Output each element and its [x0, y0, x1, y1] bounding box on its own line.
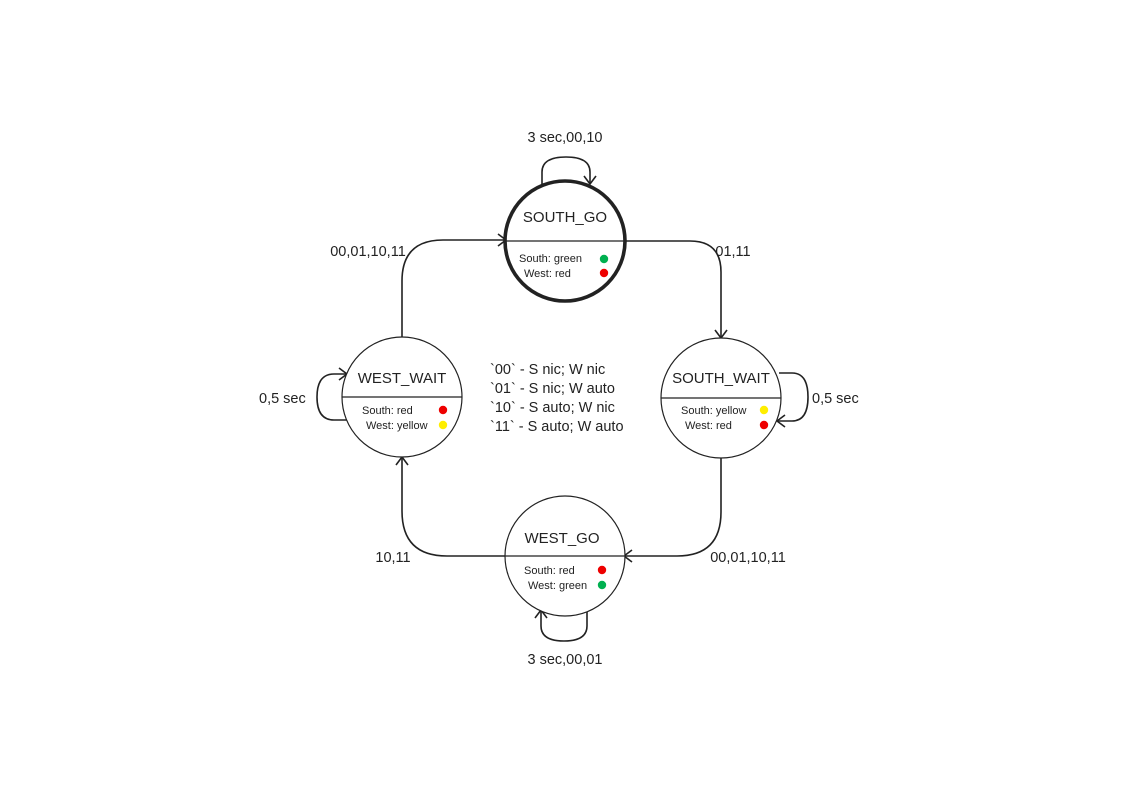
south-light-label: South: green: [519, 253, 582, 265]
input-legend: `00` - S nic; W nic `01` - S nic; W auto…: [490, 362, 624, 435]
state-name: SOUTH_GO: [523, 209, 607, 226]
arrowhead-south-go-self: [583, 175, 597, 186]
south-traffic-light-icon: [597, 565, 607, 575]
state-name: WEST_GO: [524, 530, 599, 547]
label-west-go-to-west-wait: 10,11: [375, 550, 410, 566]
west-traffic-light-icon: [599, 268, 609, 278]
south-traffic-light-icon: [599, 254, 609, 264]
label-south-go-to-south-wait: 01,11: [715, 244, 750, 260]
west-light-label: West: yellow: [366, 420, 428, 432]
label-south-wait-self: 0,5 sec: [812, 391, 859, 407]
state-west-wait: WEST_WAIT South: red West: yellow: [341, 336, 463, 458]
state-south-wait: SOUTH_WAIT South: yellow West: red: [660, 337, 782, 459]
west-light-label: West: red: [524, 268, 571, 280]
edge-west-wait-self-loop: [316, 373, 347, 421]
west-traffic-light-icon: [759, 420, 769, 430]
state-south-go: SOUTH_GO South: green West: red: [503, 179, 627, 303]
edge-south-wait-to-west-go: [624, 458, 722, 557]
label-west-wait-self: 0,5 sec: [259, 391, 306, 407]
legend-line: `11` - S auto; W auto: [490, 419, 624, 435]
label-west-go-self: 3 sec,00,01: [528, 652, 603, 668]
label-west-wait-to-south-go: 00,01,10,11: [330, 244, 406, 260]
west-light-label: West: red: [685, 420, 732, 432]
edge-south-go-self-loop: [541, 156, 591, 184]
south-traffic-light-icon: [438, 405, 448, 415]
south-light-label: South: red: [362, 405, 413, 417]
west-light-label: West: green: [528, 580, 587, 592]
label-south-go-self: 3 sec,00,10: [528, 130, 603, 146]
label-south-wait-to-west-go: 00,01,10,11: [710, 550, 786, 566]
edge-west-wait-to-south-go: [401, 239, 506, 338]
edge-west-go-to-west-wait: [401, 457, 506, 557]
legend-line: `10` - S auto; W nic: [490, 400, 615, 416]
south-light-label: South: red: [524, 565, 575, 577]
state-name: SOUTH_WAIT: [672, 370, 770, 387]
west-traffic-light-icon: [438, 420, 448, 430]
south-light-label: South: yellow: [681, 405, 746, 417]
west-traffic-light-icon: [597, 580, 607, 590]
legend-line: `01` - S nic; W auto: [490, 381, 615, 397]
legend-line: `00` - S nic; W nic: [490, 362, 605, 378]
edge-west-go-self-loop: [540, 610, 588, 642]
edge-south-wait-self-loop: [777, 372, 809, 422]
south-traffic-light-icon: [759, 405, 769, 415]
edge-south-go-to-south-wait: [625, 240, 722, 338]
state-name: WEST_WAIT: [358, 370, 447, 387]
state-west-go: WEST_GO South: red West: green: [504, 495, 626, 617]
